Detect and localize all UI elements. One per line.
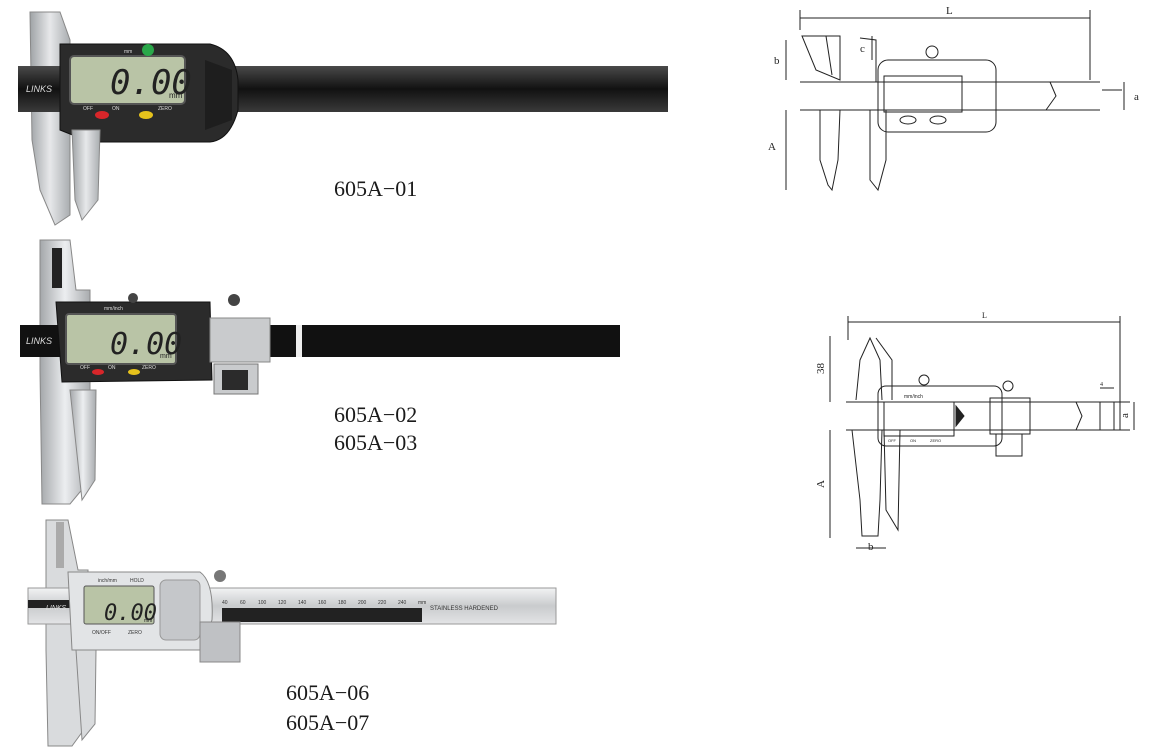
technical-drawing-2-svg: L 38 mm/inch OFF ON ZERO 4 a A b [815,311,1135,553]
model-605a-01: 605A−01 [334,176,418,201]
scale-100: 100 [258,600,267,606]
off-label: OFF [80,365,90,371]
zero-label: ZERO [930,438,941,443]
caliper-605a-06-07: 40 60 100 120 140 160 180 200 220 240 mm… [0,510,560,748]
mm-button [142,44,154,56]
hold-label: HOLD [130,578,144,584]
scale-60: 60 [240,600,246,606]
scale-40: 40 [222,600,228,606]
caliper-605a-01-image: 0.00 mm mm OFF ON ZERO LINKS [18,11,668,226]
dim-c: c [860,43,865,55]
on-label: ON [112,106,120,112]
off-button [92,369,104,375]
brand-logo: LINKS [46,605,67,612]
dim-L: L [946,5,953,17]
lcd-unit: mm [160,353,172,360]
brand-logo: LINKS [26,336,52,346]
mm-button-label: mm [124,49,132,55]
model-605a-07: 605A−07 [286,710,370,735]
caliper-605a-02-03: 0.00 mm mm/inch OFF ON ZERO LINKS [0,230,640,510]
scale-220: 220 [378,600,387,606]
caliper-605a-02-03-image: 0.00 mm mm/inch OFF ON ZERO LINKS [20,239,620,505]
lcd-readout: 0.00 [104,601,157,626]
inch-mm-label: inch/mm [98,578,117,584]
dim-a: a [1119,413,1131,418]
technical-drawing-1: L b c A a [760,0,1168,210]
zero-label: ZERO [142,365,156,371]
dim-A: A [768,141,776,153]
scale-240: 240 [398,600,407,606]
scale-120: 120 [278,600,287,606]
scale-200: 200 [358,600,367,606]
onoff-label: ON/OFF [92,630,111,636]
lcd-readout: 0.00 [110,63,192,103]
lcd-unit: mm [144,618,152,624]
scale-160: 160 [318,600,327,606]
zero-label: ZERO [128,630,142,636]
dim-b: b [774,55,780,67]
dim-38: 38 [815,363,827,375]
off-label: OFF [83,106,93,112]
brand-logo: LINKS [26,84,52,94]
dim-4: 4 [1100,382,1103,388]
zero-button [139,111,153,119]
scale-unit: mm [418,600,426,606]
zero-button [128,369,140,375]
scale-140: 140 [298,600,307,606]
dim-L: L [982,311,987,320]
dim-a: a [1134,91,1139,103]
technical-drawing-2: L 38 mm/inch OFF ON ZERO 4 a A b [800,300,1168,560]
lcd-readout: 0.00 [110,327,182,362]
caliper-605a-06-07-image: 40 60 100 120 140 160 180 200 220 240 mm… [27,519,557,747]
scale-engraving: STAINLESS HARDENED [430,606,499,612]
caliper-605a-01: 0.00 mm mm OFF ON ZERO LINKS [0,0,700,230]
on-label: ON [108,365,116,371]
scale-180: 180 [338,600,347,606]
model-605a-06: 605A−06 [286,680,370,705]
dim-A: A [815,480,827,488]
dim-b: b [868,541,874,553]
model-605a-02: 605A−02 [334,402,418,427]
lcd-unit: mm [169,91,183,100]
ruler-scale: 40 60 100 120 140 160 180 200 220 240 mm [222,600,426,606]
mode-label: mm/inch [104,306,123,312]
zero-label: ZERO [158,106,172,112]
model-605a-03: 605A−03 [334,430,418,455]
mode-label: mm/inch [904,394,923,400]
on-label: ON [910,438,916,443]
technical-drawing-1-svg: L b c A a [768,5,1139,192]
off-button [95,111,109,119]
off-label: OFF [888,438,897,443]
